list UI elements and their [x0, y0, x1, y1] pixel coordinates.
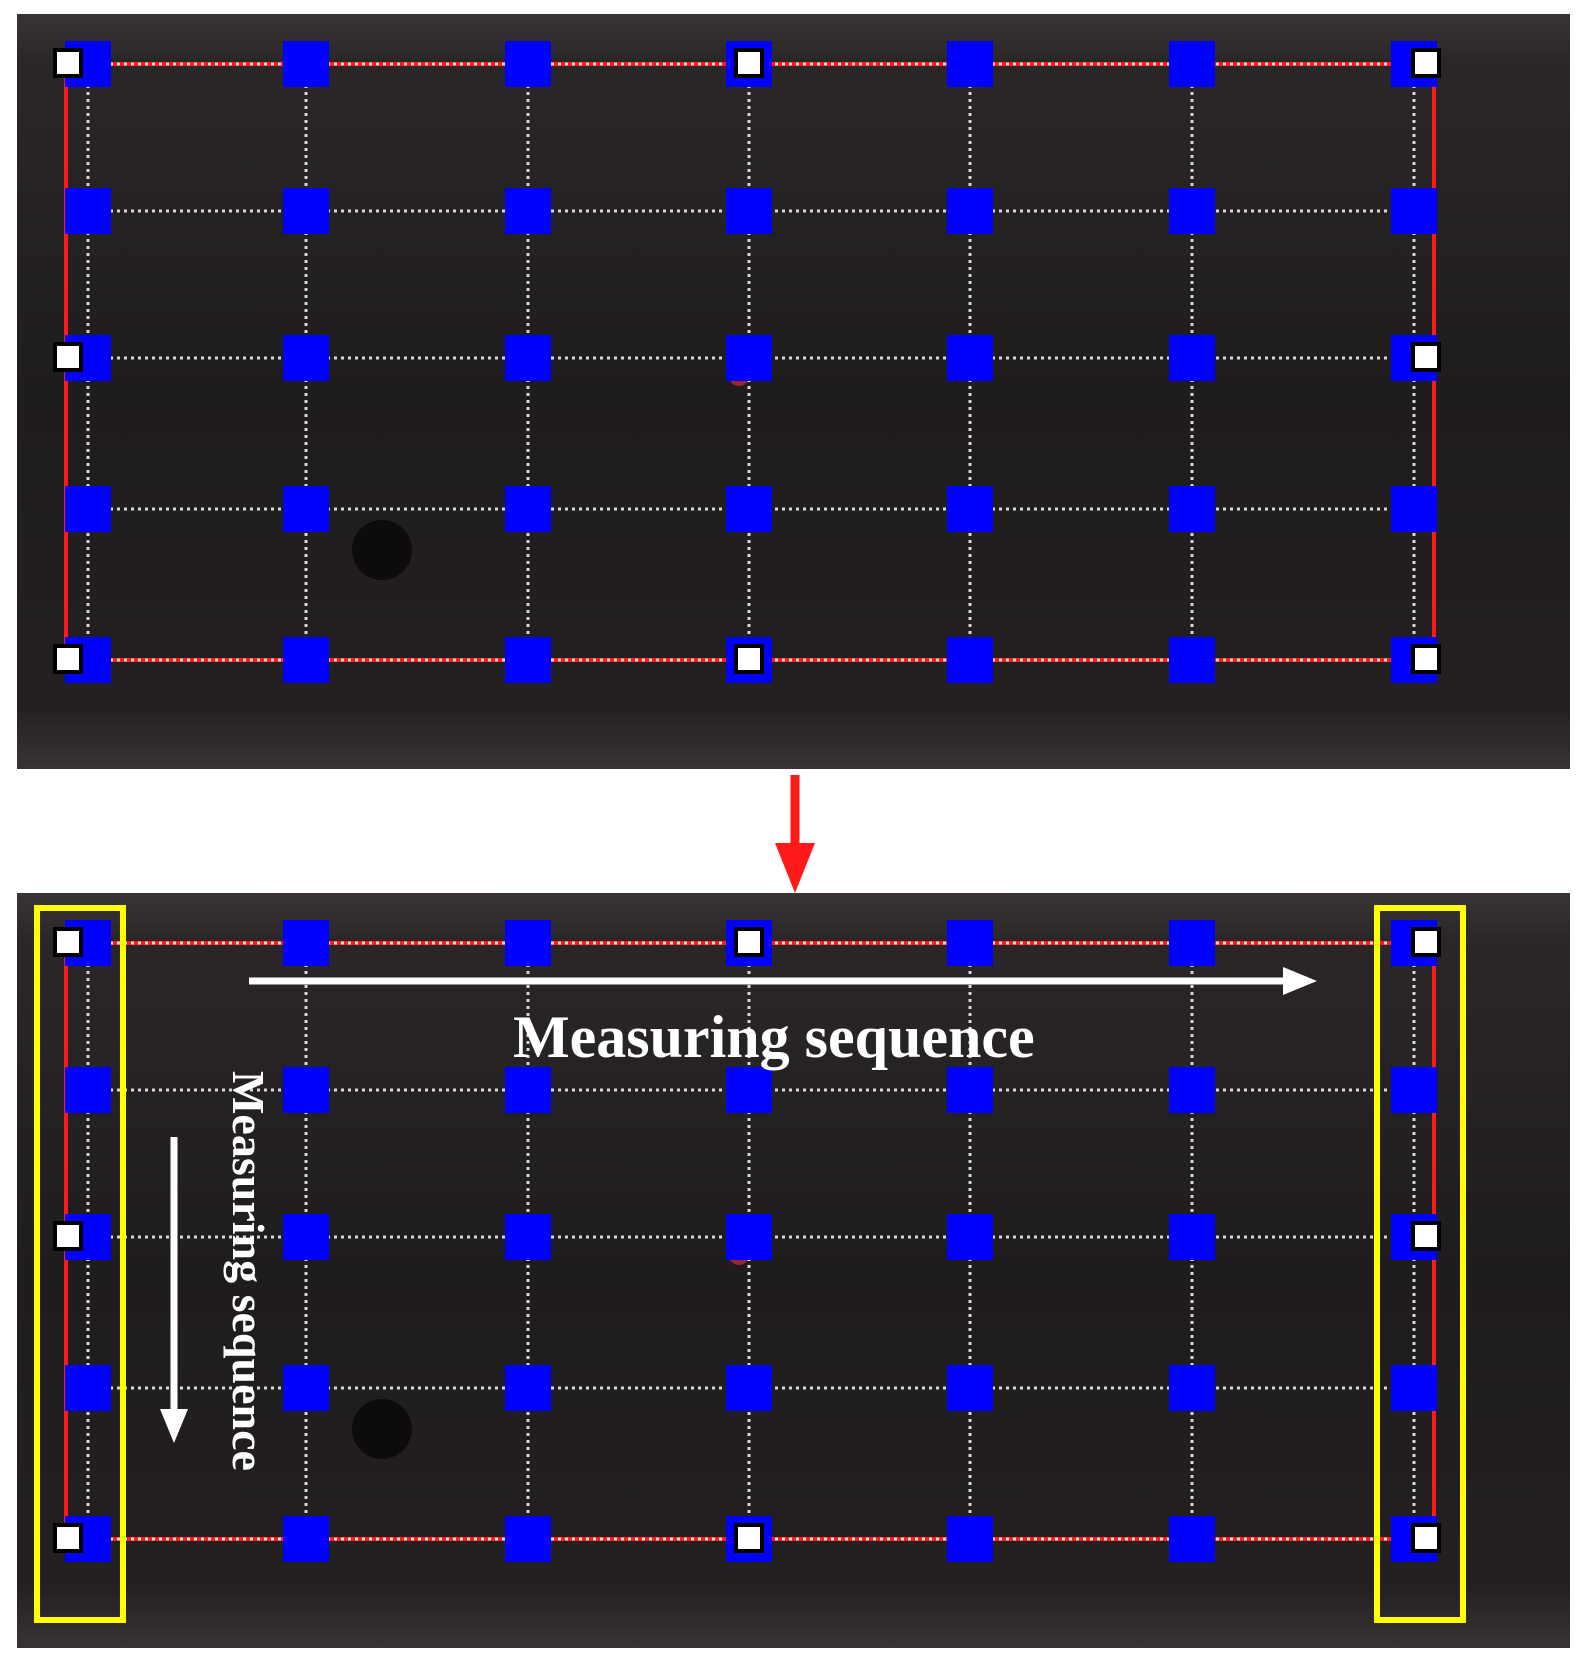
- blue-marker: [283, 1516, 329, 1562]
- blue-marker: [726, 486, 772, 532]
- blue-marker: [283, 637, 329, 683]
- blue-marker: [283, 1067, 329, 1113]
- blue-marker: [505, 486, 551, 532]
- blue-marker: [65, 486, 111, 532]
- white-corner-marker: [738, 1527, 760, 1549]
- white-corner-marker: [738, 52, 760, 74]
- blue-marker: [65, 188, 111, 234]
- blue-marker: [1169, 486, 1215, 532]
- blue-marker: [947, 486, 993, 532]
- white-corner-marker: [738, 931, 760, 953]
- blue-marker: [1169, 1516, 1215, 1562]
- blue-marker: [947, 1365, 993, 1411]
- dark-spot: [352, 1399, 412, 1459]
- dark-spot: [352, 520, 412, 580]
- blue-marker: [1391, 1067, 1437, 1113]
- blue-marker: [1169, 1365, 1215, 1411]
- blue-marker: [505, 637, 551, 683]
- blue-marker: [1169, 1214, 1215, 1260]
- highlight-box-left: [34, 905, 126, 1623]
- top-grid-diagram: [53, 41, 1441, 683]
- white-corner-marker: [57, 648, 79, 670]
- blue-marker: [283, 41, 329, 87]
- blue-marker: [947, 1067, 993, 1113]
- blue-marker: [726, 335, 772, 381]
- white-corner-marker: [1415, 52, 1437, 74]
- blue-marker: [1169, 188, 1215, 234]
- white-corner-marker: [738, 648, 760, 670]
- white-corner-marker: [57, 1225, 79, 1247]
- blue-marker: [947, 1214, 993, 1260]
- blue-marker: [283, 1365, 329, 1411]
- blue-marker: [505, 41, 551, 87]
- top-panel: [17, 14, 1570, 769]
- blue-marker: [505, 920, 551, 966]
- white-corner-marker: [1415, 346, 1437, 368]
- blue-marker: [505, 1067, 551, 1113]
- blue-marker: [1169, 1067, 1215, 1113]
- blue-marker: [726, 1365, 772, 1411]
- bottom-grid-diagram: [34, 905, 1466, 1623]
- white-corner-marker: [57, 1527, 79, 1549]
- blue-marker: [283, 486, 329, 532]
- blue-marker: [726, 1214, 772, 1260]
- down-arrow-icon: [160, 1409, 188, 1443]
- blue-marker: [947, 637, 993, 683]
- horizontal-sequence-label: Measuring sequence: [513, 1004, 1035, 1070]
- blue-marker: [1169, 637, 1215, 683]
- blue-marker: [505, 1214, 551, 1260]
- white-corner-marker: [1415, 1225, 1437, 1247]
- white-corner-marker: [57, 346, 79, 368]
- highlight-box-right: [1374, 905, 1466, 1623]
- white-corner-marker: [1415, 1527, 1437, 1549]
- blue-marker: [505, 335, 551, 381]
- blue-marker: [947, 920, 993, 966]
- blue-marker: [505, 188, 551, 234]
- blue-marker: [1169, 335, 1215, 381]
- blue-marker: [947, 41, 993, 87]
- blue-marker: [947, 335, 993, 381]
- white-corner-marker: [57, 52, 79, 74]
- blue-marker: [1391, 1365, 1437, 1411]
- blue-marker: [726, 188, 772, 234]
- blue-marker: [283, 335, 329, 381]
- white-corner-marker: [1415, 931, 1437, 953]
- blue-marker: [283, 1214, 329, 1260]
- bottom-panel: Measuring sequence Measuring sequence: [17, 893, 1570, 1648]
- blue-marker: [947, 188, 993, 234]
- blue-marker: [505, 1516, 551, 1562]
- blue-marker: [505, 1365, 551, 1411]
- vertical-sequence-label: Measuring sequence: [223, 1071, 274, 1471]
- blue-marker: [65, 1067, 111, 1113]
- blue-marker: [65, 1365, 111, 1411]
- blue-marker: [1169, 920, 1215, 966]
- blue-marker: [1169, 41, 1215, 87]
- blue-marker: [283, 188, 329, 234]
- right-arrow-icon: [1283, 967, 1317, 995]
- blue-marker: [726, 1067, 772, 1113]
- white-corner-marker: [57, 931, 79, 953]
- blue-marker: [1391, 486, 1437, 532]
- white-corner-marker: [1415, 648, 1437, 670]
- blue-marker: [283, 920, 329, 966]
- transition-arrow-icon: [775, 775, 815, 893]
- blue-marker: [947, 1516, 993, 1562]
- blue-marker: [1391, 188, 1437, 234]
